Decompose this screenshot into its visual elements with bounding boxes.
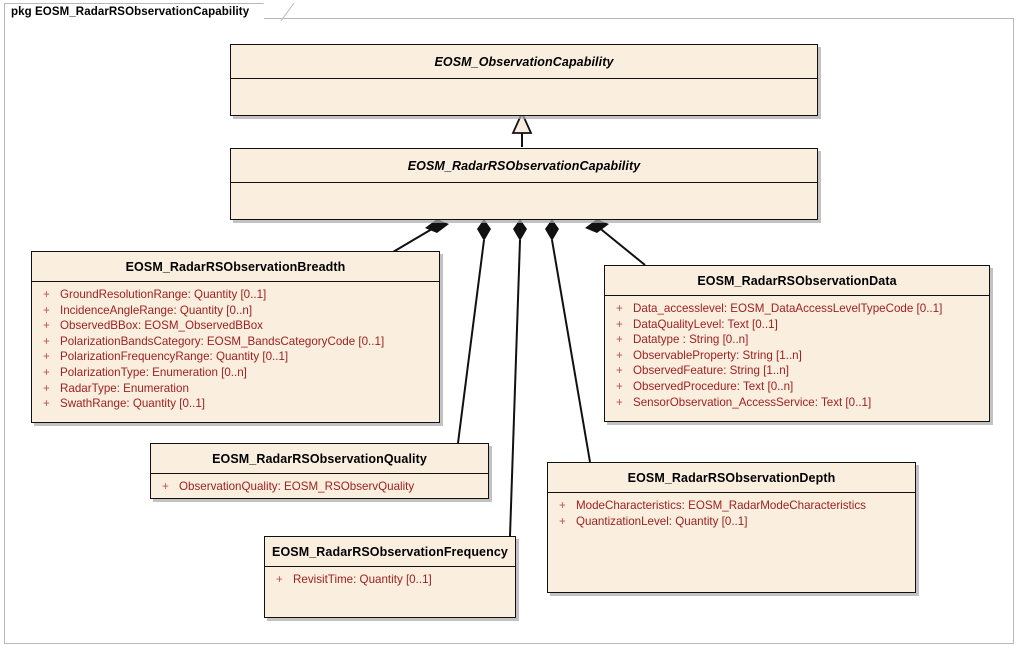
visibility-marker: +	[616, 317, 623, 331]
attribute-text: QuantizationLevel: Quantity [0..1]	[576, 514, 748, 528]
class-attribute-compartment: + ObservationQuality: EOSM_RSObservQuali…	[151, 474, 488, 499]
attribute-row: + SensorObservation_AccessService: Text …	[609, 395, 985, 411]
attribute-row: + QuantizationLevel: Quantity [0..1]	[552, 514, 911, 530]
class-title: EOSM_ObservationCapability	[231, 45, 817, 79]
attribute-text: DataQualityLevel: Text [0..1]	[633, 317, 778, 331]
visibility-marker: +	[43, 397, 50, 411]
visibility-marker: +	[43, 381, 50, 395]
class-attribute-compartment: + RevisitTime: Quantity [0..1]	[265, 567, 515, 592]
attribute-text: SensorObservation_AccessService: Text [0…	[633, 395, 872, 409]
visibility-marker: +	[276, 573, 283, 586]
visibility-marker: +	[616, 302, 623, 315]
class-eosm-observation-capability[interactable]: EOSM_ObservationCapability	[230, 44, 818, 116]
visibility-marker: +	[616, 379, 623, 393]
attribute-text: ModeCharacteristics: EOSM_RadarModeChara…	[576, 499, 866, 512]
package-tab-label: pkg EOSM_RadarRSObservationCapability	[11, 6, 250, 18]
class-attribute-compartment	[231, 79, 817, 115]
attribute-text: Datatype : String [0..n]	[633, 333, 749, 347]
class-attribute-compartment: + Data_accesslevel: EOSM_DataAccessLevel…	[605, 296, 989, 414]
attribute-row: + ObservedProcedure: Text [0..n]	[609, 379, 985, 395]
class-eosm-radar-rs-observation-breadth[interactable]: EOSM_RadarRSObservationBreadth + GroundR…	[31, 251, 440, 423]
attribute-row: + PolarizationFrequencyRange: Quantity […	[36, 349, 435, 365]
visibility-marker: +	[43, 288, 50, 301]
class-title: EOSM_RadarRSObservationBreadth	[32, 252, 439, 282]
attribute-row: + DataQualityLevel: Text [0..1]	[609, 317, 985, 333]
visibility-marker: +	[616, 333, 623, 347]
package-tab: pkg EOSM_RadarRSObservationCapability	[4, 3, 265, 21]
attribute-text: IncidenceAngleRange: Quantity [0..n]	[60, 303, 253, 317]
attribute-row: + ObservedFeature: String [1..n]	[609, 363, 985, 379]
attribute-row: + SwathRange: Quantity [0..1]	[36, 396, 435, 412]
class-eosm-radar-rs-observation-depth[interactable]: EOSM_RadarRSObservationDepth + ModeChara…	[547, 462, 916, 593]
attribute-row: + Data_accesslevel: EOSM_DataAccessLevel…	[609, 301, 985, 317]
attribute-text: PolarizationFrequencyRange: Quantity [0.…	[60, 350, 289, 364]
attribute-row: + GroundResolutionRange: Quantity [0..1]	[36, 287, 435, 303]
attribute-text: GroundResolutionRange: Quantity [0..1]	[60, 288, 267, 301]
attribute-text: Data_accesslevel: EOSM_DataAccessLevelTy…	[633, 302, 943, 315]
class-eosm-radar-rs-observation-quality[interactable]: EOSM_RadarRSObservationQuality + Observa…	[150, 443, 489, 499]
attribute-text: ObservedProcedure: Text [0..n]	[633, 379, 794, 393]
attribute-row: + RevisitTime: Quantity [0..1]	[269, 572, 511, 588]
class-attribute-compartment	[231, 183, 817, 219]
class-eosm-radar-rs-observation-data[interactable]: EOSM_RadarRSObservationData + Data_acces…	[604, 265, 990, 422]
class-title: EOSM_RadarRSObservationCapability	[231, 149, 817, 183]
attribute-text: PolarizationBandsCategory: EOSM_BandsCat…	[60, 334, 385, 348]
visibility-marker: +	[43, 334, 50, 348]
attribute-row: + ObservableProperty: String [1..n]	[609, 348, 985, 364]
visibility-marker: +	[559, 514, 566, 528]
class-title: EOSM_RadarRSObservationFrequency	[265, 537, 515, 567]
attribute-text: RevisitTime: Quantity [0..1]	[293, 573, 432, 586]
attribute-row: + ModeCharacteristics: EOSM_RadarModeCha…	[552, 498, 911, 514]
visibility-marker: +	[162, 480, 169, 493]
attribute-row: + IncidenceAngleRange: Quantity [0..n]	[36, 303, 435, 319]
attribute-row: + RadarType: Enumeration	[36, 381, 435, 397]
class-eosm-radar-rs-observation-capability[interactable]: EOSM_RadarRSObservationCapability	[230, 148, 818, 220]
visibility-marker: +	[43, 365, 50, 379]
visibility-marker: +	[616, 364, 623, 378]
attribute-row: + Datatype : String [0..n]	[609, 332, 985, 348]
visibility-marker: +	[559, 499, 566, 512]
attribute-text: ObservationQuality: EOSM_RSObservQuality	[179, 480, 415, 493]
attribute-row: + ObservationQuality: EOSM_RSObservQuali…	[155, 479, 484, 495]
class-attribute-compartment: + GroundResolutionRange: Quantity [0..1]…	[32, 282, 439, 416]
attribute-row: + PolarizationType: Enumeration [0..n]	[36, 365, 435, 381]
class-eosm-radar-rs-observation-frequency[interactable]: EOSM_RadarRSObservationFrequency + Revis…	[264, 536, 516, 618]
visibility-marker: +	[43, 319, 50, 333]
class-title: EOSM_RadarRSObservationData	[605, 266, 989, 296]
class-attribute-compartment: + ModeCharacteristics: EOSM_RadarModeCha…	[548, 493, 915, 533]
class-title: EOSM_RadarRSObservationQuality	[151, 444, 488, 474]
attribute-text: SwathRange: Quantity [0..1]	[60, 397, 206, 411]
attribute-text: ObservableProperty: String [1..n]	[633, 348, 802, 362]
visibility-marker: +	[43, 350, 50, 364]
attribute-text: PolarizationType: Enumeration [0..n]	[60, 365, 247, 379]
attribute-text: ObservedFeature: String [1..n]	[633, 364, 789, 378]
attribute-row: + PolarizationBandsCategory: EOSM_BandsC…	[36, 334, 435, 350]
visibility-marker: +	[616, 395, 623, 409]
visibility-marker: +	[43, 303, 50, 317]
class-title: EOSM_RadarRSObservationDepth	[548, 463, 915, 493]
attribute-row: + ObservedBBox: EOSM_ObservedBBox	[36, 318, 435, 334]
attribute-text: RadarType: Enumeration	[60, 381, 189, 395]
visibility-marker: +	[616, 348, 623, 362]
attribute-text: ObservedBBox: EOSM_ObservedBBox	[60, 319, 263, 333]
